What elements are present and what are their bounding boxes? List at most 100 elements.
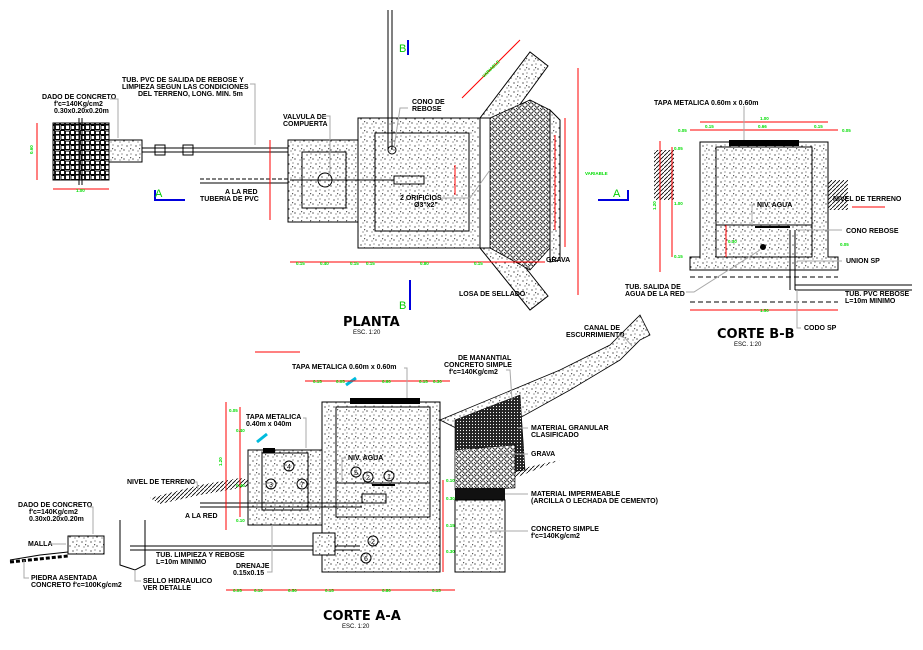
svg-text:LIMPIEZA SEGUN LAS CONDICIONES: LIMPIEZA SEGUN LAS CONDICIONES xyxy=(122,84,249,91)
svg-text:0.05: 0.05 xyxy=(840,242,849,247)
svg-text:ESCURRIMIENTO: ESCURRIMIENTO xyxy=(566,332,625,339)
svg-text:0.30x0.20x0.20m: 0.30x0.20x0.20m xyxy=(29,516,84,523)
svg-text:4: 4 xyxy=(287,464,291,471)
svg-text:TUB. SALIDA DE: TUB. SALIDA DE xyxy=(625,284,681,291)
svg-text:CLASIFICADO: CLASIFICADO xyxy=(531,432,579,439)
svg-text:0.15: 0.15 xyxy=(325,588,334,593)
svg-text:NIVEL DE TERRENO: NIVEL DE TERRENO xyxy=(833,196,902,203)
svg-text:CODO SP: CODO SP xyxy=(804,325,837,332)
hydraulic-seal xyxy=(119,520,146,571)
svg-text:MATERIAL IMPERMEABLE: MATERIAL IMPERMEABLE xyxy=(531,491,621,498)
svg-text:DEL TERRENO, LONG. MIN. 5m: DEL TERRENO, LONG. MIN. 5m xyxy=(138,91,243,98)
item-markers: 1 2 3 4 5 7 2 6 xyxy=(265,460,395,564)
svg-text:CONO DE: CONO DE xyxy=(412,99,445,106)
svg-text:CONCRETO SIMPLE: CONCRETO SIMPLE xyxy=(531,526,599,533)
svg-text:0.15: 0.15 xyxy=(432,588,441,593)
svg-text:A LA RED: A LA RED xyxy=(185,513,218,520)
svg-text:NIVEL DE TERRENO: NIVEL DE TERRENO xyxy=(127,479,196,486)
svg-text:0.10: 0.10 xyxy=(236,518,245,523)
svg-text:NIV. AGUA: NIV. AGUA xyxy=(348,455,383,462)
svg-text:CONCRETO SIMPLE: CONCRETO SIMPLE xyxy=(444,362,512,369)
planta-view: 0.60 1.00 VARIABLE VARIABLE xyxy=(29,10,629,336)
svg-text:1.50: 1.50 xyxy=(760,308,769,313)
terrain xyxy=(150,478,262,504)
cover-arrow-icon xyxy=(256,432,268,444)
svg-text:DADO DE CONCRETO: DADO DE CONCRETO xyxy=(18,502,93,509)
svg-text:DADO DE CONCRETO: DADO DE CONCRETO xyxy=(42,94,117,101)
svg-text:0.30: 0.30 xyxy=(728,239,737,244)
corte-aa-view: 1 2 3 4 5 7 2 6 1.20 0.05 0.40 0.40 0.10… xyxy=(9,314,658,630)
svg-text:VARIABLE: VARIABLE xyxy=(481,59,501,79)
svg-text:0.15: 0.15 xyxy=(419,379,428,384)
svg-text:5: 5 xyxy=(354,470,358,477)
svg-text:0.60: 0.60 xyxy=(29,145,34,154)
svg-text:0.30x0.20x0.20m: 0.30x0.20x0.20m xyxy=(54,108,109,115)
svg-text:(ARCILLA O LECHADA DE CEMENTO): (ARCILLA O LECHADA DE CEMENTO) xyxy=(531,498,658,505)
valve-chamber-section xyxy=(247,449,323,526)
svg-text:LOSA DE SELLADO: LOSA DE SELLADO xyxy=(459,291,526,298)
valve-icon xyxy=(154,144,166,156)
svg-text:REBOSE: REBOSE xyxy=(412,106,442,113)
svg-text:1.00: 1.00 xyxy=(76,188,85,193)
svg-text:CONO REBOSE: CONO REBOSE xyxy=(846,228,899,235)
svg-text:0.66: 0.66 xyxy=(758,124,767,129)
section-mark-a xyxy=(154,190,185,201)
section-mark-a xyxy=(598,190,629,201)
svg-text:PIEDRA ASENTADA: PIEDRA ASENTADA xyxy=(31,575,97,582)
svg-text:L=10m MINIMO: L=10m MINIMO xyxy=(845,298,896,305)
svg-text:GRAVA: GRAVA xyxy=(546,257,570,264)
catchment-chamber xyxy=(357,117,481,249)
corte-bb-title: CORTE B-B xyxy=(717,327,795,342)
svg-text:2: 2 xyxy=(371,539,375,546)
svg-text:0.40: 0.40 xyxy=(236,483,245,488)
svg-text:0.10: 0.10 xyxy=(254,588,263,593)
corte-bb-view: 1.00 0.05 0.15 0.66 0.15 0.05 1.20 0.05 … xyxy=(625,100,912,348)
svg-text:6: 6 xyxy=(364,556,368,563)
svg-text:ESC. 1:20: ESC. 1:20 xyxy=(342,624,370,630)
svg-text:0.15: 0.15 xyxy=(814,124,823,129)
svg-text:NIV. AGUA: NIV. AGUA xyxy=(757,202,792,209)
svg-text:VER DETALLE: VER DETALLE xyxy=(143,585,191,592)
svg-text:0.05: 0.05 xyxy=(336,379,345,384)
svg-text:TAPA METALICA 0.60m x 0.60m: TAPA METALICA 0.60m x 0.60m xyxy=(292,364,397,371)
svg-text:3: 3 xyxy=(269,482,273,489)
svg-text:0.05: 0.05 xyxy=(229,408,238,413)
svg-text:A: A xyxy=(155,188,163,200)
svg-text:f'c=140Kg/cm2: f'c=140Kg/cm2 xyxy=(449,369,498,376)
svg-text:0.15x0.15: 0.15x0.15 xyxy=(233,570,264,577)
svg-text:f'c=140Kg/cm2: f'c=140Kg/cm2 xyxy=(54,101,103,108)
svg-text:0.15: 0.15 xyxy=(705,124,714,129)
gravel-fill xyxy=(489,99,551,271)
svg-text:B: B xyxy=(399,300,406,312)
concrete-dado xyxy=(108,139,143,163)
svg-text:0.05: 0.05 xyxy=(233,588,242,593)
svg-text:2: 2 xyxy=(366,475,370,482)
svg-text:0.15: 0.15 xyxy=(446,523,455,528)
svg-text:UNION SP: UNION SP xyxy=(846,258,880,265)
svg-text:0.15: 0.15 xyxy=(474,261,483,266)
chamber-section-bb xyxy=(689,141,839,271)
svg-text:1.20: 1.20 xyxy=(218,457,223,466)
concrete-dado xyxy=(67,535,105,555)
valve-icon xyxy=(182,144,194,156)
svg-text:1.20: 1.20 xyxy=(652,201,657,210)
svg-text:0.15: 0.15 xyxy=(674,254,683,259)
svg-text:TUB. PVC DE SALIDA DE REBOSE Y: TUB. PVC DE SALIDA DE REBOSE Y xyxy=(122,77,244,84)
svg-text:VALVULA DE: VALVULA DE xyxy=(283,114,327,121)
svg-text:0.05: 0.05 xyxy=(674,146,683,151)
svg-text:0.10: 0.10 xyxy=(446,478,455,483)
svg-text:0.80: 0.80 xyxy=(420,261,429,266)
svg-text:0.05: 0.05 xyxy=(842,128,851,133)
svg-text:0.15: 0.15 xyxy=(366,261,375,266)
svg-text:0.40: 0.40 xyxy=(320,261,329,266)
svg-text:f'c=140Kg/cm2: f'c=140Kg/cm2 xyxy=(531,533,580,540)
svg-text:7: 7 xyxy=(300,482,304,489)
svg-text:MALLA: MALLA xyxy=(28,541,53,548)
svg-text:A: A xyxy=(613,188,621,200)
planta-title: PLANTA xyxy=(343,315,400,330)
svg-text:DE MANANTIAL: DE MANANTIAL xyxy=(458,355,512,362)
svg-text:CONCRETO f'c=100Kg/cm2: CONCRETO f'c=100Kg/cm2 xyxy=(31,582,122,589)
svg-text:0.30: 0.30 xyxy=(446,549,455,554)
svg-text:1.00: 1.00 xyxy=(674,201,683,206)
